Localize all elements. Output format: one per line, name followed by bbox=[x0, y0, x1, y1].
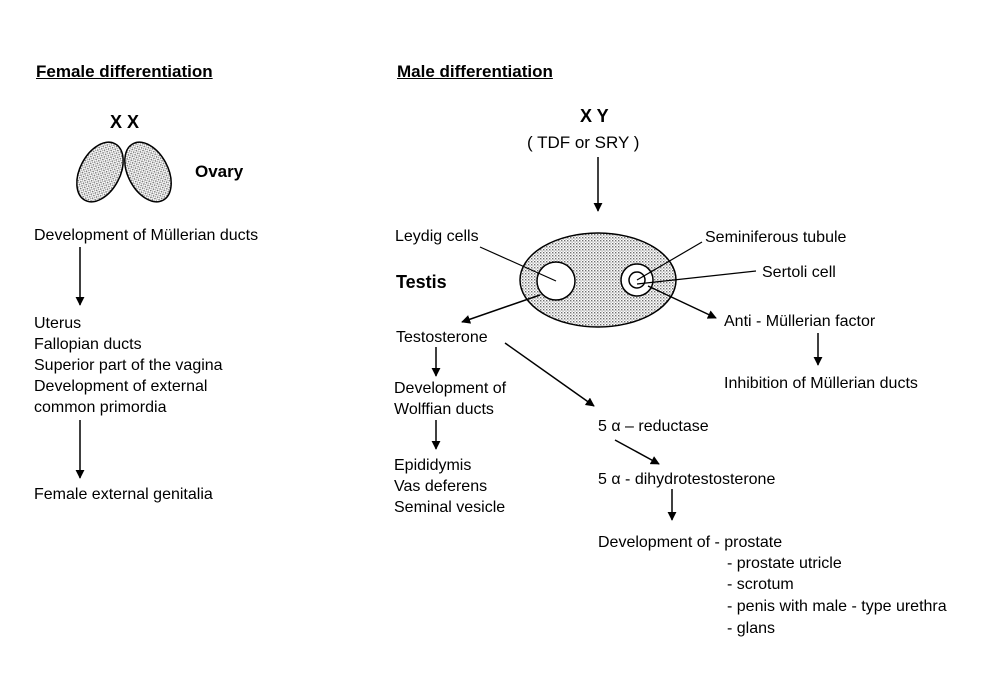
dht-product-1: - prostate utricle bbox=[727, 555, 842, 572]
wolffian-product-3: Seminal vesicle bbox=[394, 499, 506, 516]
female-outcome-2: Fallopian ducts bbox=[34, 336, 142, 353]
female-outcome-1: Uterus bbox=[34, 315, 82, 332]
reductase-label: 5 α – reductase bbox=[598, 418, 709, 435]
ovary-right-shape bbox=[124, 141, 172, 203]
mullerian-development: Development of Müllerian ducts bbox=[34, 227, 259, 244]
wolffian-product-2: Vas deferens bbox=[394, 478, 488, 495]
arrow-leydig-to-testosterone bbox=[461, 294, 541, 324]
male-chromosomes: X Y bbox=[580, 106, 609, 126]
gene-label: ( TDF or SRY ) bbox=[527, 133, 640, 152]
leydig-label: Leydig cells bbox=[395, 228, 479, 245]
female-outcome-5: common primordia bbox=[34, 399, 167, 416]
arrow-sertoli-to-amh bbox=[647, 285, 717, 319]
ovary-shapes bbox=[76, 141, 172, 203]
amh-label: Anti - Müllerian factor bbox=[724, 313, 876, 330]
inhibition-label: Inhibition of Müllerian ducts bbox=[724, 375, 918, 392]
testis-label: Testis bbox=[396, 272, 447, 292]
male-heading: Male differentiation bbox=[397, 62, 553, 81]
pointer-sertoli bbox=[636, 270, 757, 285]
dht-label: 5 α - dihydrotestosterone bbox=[598, 471, 776, 488]
testis-shape bbox=[519, 232, 677, 328]
ovary-label: Ovary bbox=[195, 162, 244, 181]
development-label: Development of - prostate bbox=[598, 534, 783, 551]
female-outcome-3: Superior part of the vagina bbox=[34, 357, 223, 374]
ovary-left-shape bbox=[76, 141, 124, 203]
pointer-seminiferous bbox=[636, 241, 703, 281]
female-chromosomes: X X bbox=[110, 112, 140, 132]
wolffian-product-1: Epididymis bbox=[394, 457, 472, 474]
arrow-testosterone-to-reductase bbox=[504, 342, 595, 407]
seminiferous-label: Seminiferous tubule bbox=[705, 229, 847, 246]
female-genitalia: Female external genitalia bbox=[34, 486, 213, 503]
arrow-reductase-to-dht bbox=[614, 439, 660, 465]
dht-product-2: - scrotum bbox=[727, 576, 794, 593]
wolffian-line-1: Development of bbox=[394, 380, 507, 397]
pointer-leydig bbox=[479, 246, 557, 282]
wolffian-line-2: Wolffian ducts bbox=[394, 401, 494, 418]
sertoli-label: Sertoli cell bbox=[762, 264, 836, 281]
female-outcome-4: Development of external bbox=[34, 378, 208, 395]
testosterone-label: Testosterone bbox=[396, 329, 488, 346]
female-heading: Female differentiation bbox=[36, 62, 213, 81]
dht-product-3: - penis with male - type urethra bbox=[727, 598, 947, 615]
dht-product-4: - glans bbox=[727, 620, 776, 637]
